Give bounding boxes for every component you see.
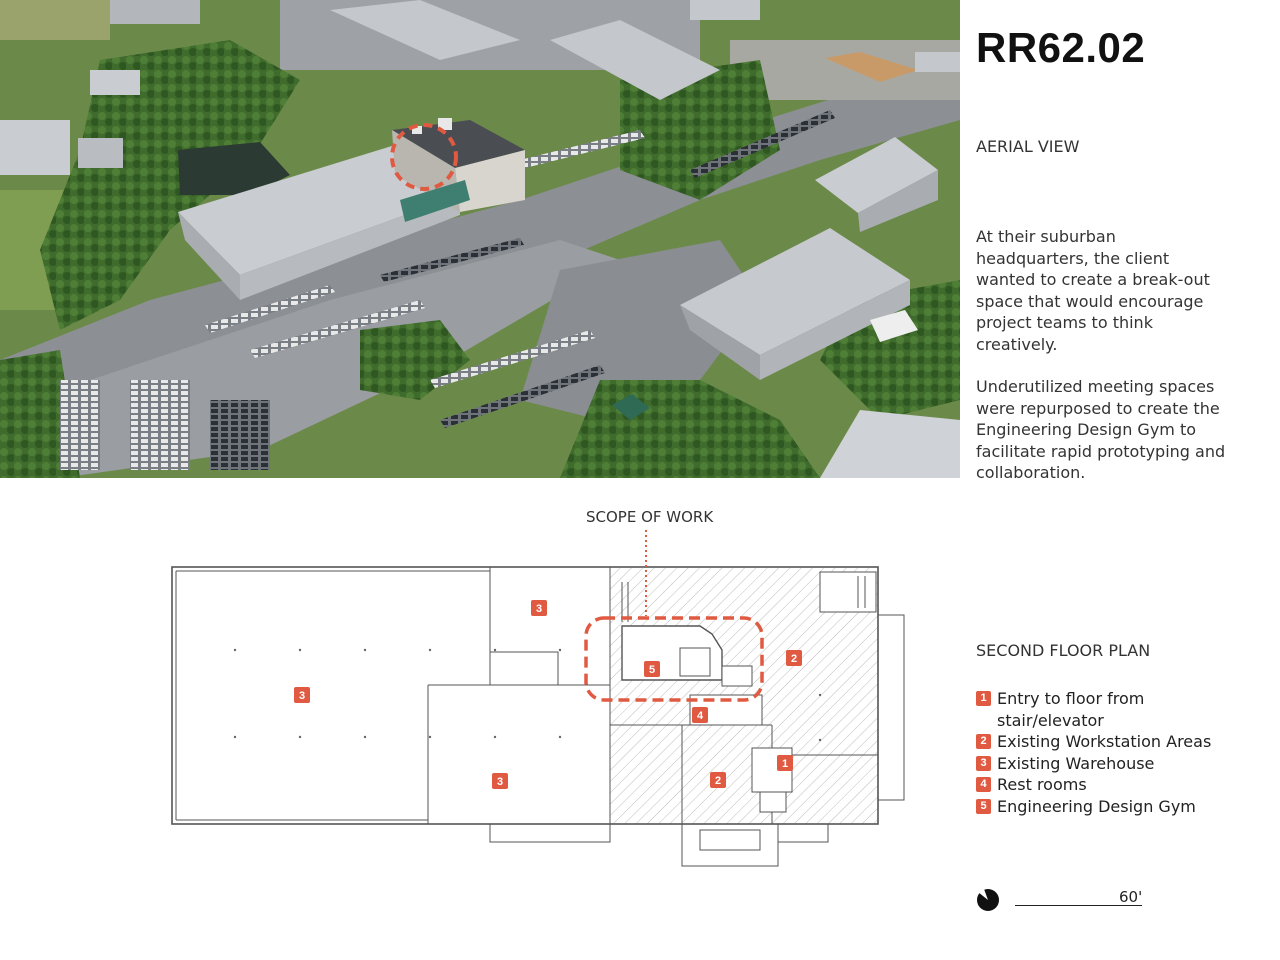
document-code: RR62.02 [976, 24, 1146, 71]
legend-number-badge: 2 [976, 734, 991, 749]
legend-number-badge: 5 [976, 798, 991, 814]
svg-text:3: 3 [299, 690, 305, 702]
floor-plan-title: SECOND FLOOR PLAN [976, 641, 1151, 660]
second-floor-plan: 3 3 3 5 2 4 2 1 [171, 530, 905, 867]
plan-marker: 3 [531, 600, 547, 616]
description-paragraph-2: Underutilized meeting spaces were repurp… [976, 377, 1226, 482]
svg-text:2: 2 [791, 653, 797, 665]
plan-marker: 2 [786, 650, 802, 666]
legend-number-badge: 3 [976, 755, 991, 771]
svg-text:4: 4 [697, 710, 704, 722]
legend-label: Existing Workstation Areas [997, 732, 1212, 751]
plan-marker: 3 [294, 687, 310, 703]
legend-label: Existing Warehouse [997, 753, 1155, 773]
plan-marker: 1 [777, 755, 793, 771]
svg-text:1: 1 [782, 758, 788, 770]
description-paragraph-1: At their suburban headquarters, the clie… [976, 227, 1210, 354]
scale-label: 60' [1119, 888, 1143, 906]
north-arrow-icon [977, 889, 999, 911]
svg-text:2: 2 [715, 775, 721, 787]
legend-label: Entry to floor from stair/elevator [997, 689, 1145, 730]
aerial-view-title: AERIAL VIEW [976, 137, 1080, 156]
scope-marker-circle [390, 123, 458, 191]
legend-number-badge: 1 [976, 691, 991, 706]
plan-marker: 2 [710, 772, 726, 788]
plan-marker: 4 [692, 707, 708, 723]
aerial-photo [0, 0, 960, 478]
scope-of-work-outline [584, 616, 764, 702]
legend-item: 4 Rest rooms [976, 774, 1236, 796]
legend-item: 5 Engineering Design Gym [976, 796, 1236, 818]
legend-label: Engineering Design Gym [997, 796, 1196, 816]
legend-item: 2 Existing Workstation Areas [976, 731, 1236, 753]
legend-item: 1 Entry to floor from stair/elevator [976, 688, 1236, 731]
scale-bar [1015, 905, 1142, 906]
plan-marker: 3 [492, 773, 508, 789]
legend-item: 3 Existing Warehouse [976, 753, 1236, 775]
svg-text:5: 5 [649, 664, 655, 676]
scope-of-work-label: SCOPE OF WORK [586, 508, 714, 526]
legend-number-badge: 4 [976, 777, 991, 792]
plan-marker: 5 [644, 661, 660, 677]
svg-text:3: 3 [497, 776, 503, 788]
svg-text:3: 3 [536, 603, 542, 615]
legend-label: Rest rooms [997, 775, 1087, 794]
